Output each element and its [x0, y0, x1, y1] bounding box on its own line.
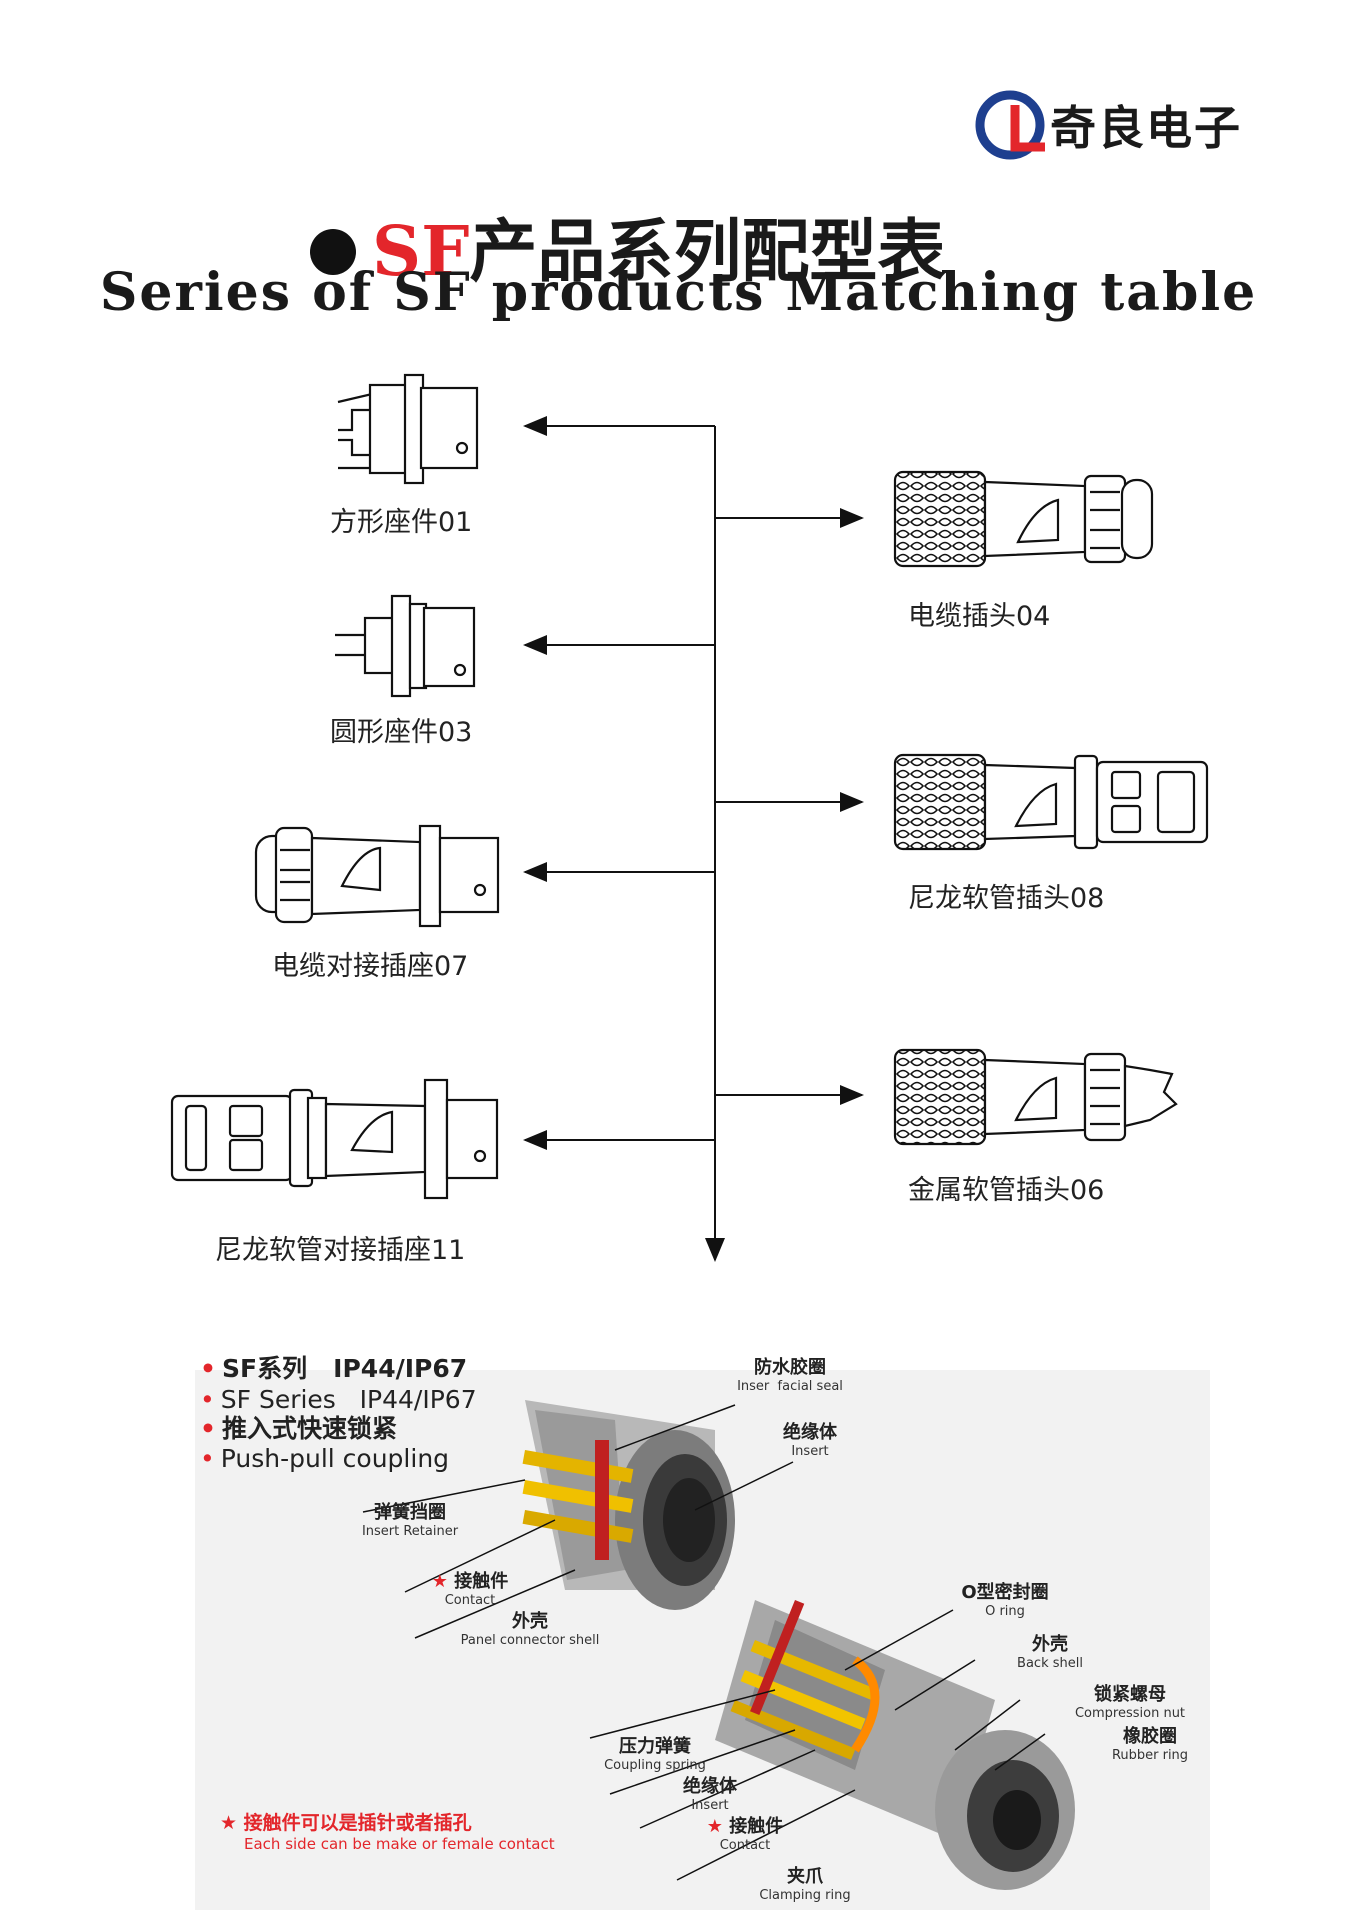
- callout-en: Inser facial seal: [737, 1379, 843, 1394]
- feature-item: •推入式快速锁紧: [200, 1414, 397, 1443]
- product-label-11: 尼龙软管对接插座11: [215, 1235, 466, 1266]
- page-title-en: Series of SF products Matching table: [99, 262, 1258, 323]
- bullet-red-icon: •: [200, 1444, 215, 1473]
- callout-insert-retainer: 弹簧挡圈 Insert Retainer: [345, 1498, 475, 1539]
- title-cn-rest: 产品系列配型表: [469, 212, 946, 292]
- bullet-red-icon: •: [200, 1414, 216, 1443]
- callout-contact-bottom: ★ 接触件 Contact: [695, 1812, 795, 1853]
- brand-logo-icon: [975, 90, 1045, 160]
- product-label-08: 尼龙软管插头08: [908, 883, 1105, 914]
- callout-cn: 外壳: [512, 1611, 548, 1632]
- callout-en: O ring: [985, 1604, 1025, 1619]
- callout-panel-shell: 外壳 Panel connector shell: [455, 1607, 605, 1648]
- callout-back-shell: 外壳 Back shell: [1000, 1630, 1100, 1671]
- title-cn-prefix: SF: [372, 212, 470, 292]
- callout-cn: 弹簧挡圈: [374, 1502, 446, 1523]
- feature-item: •SF系列 IP44/IP67: [200, 1354, 467, 1383]
- callout-rubber-ring: 橡胶圈 Rubber ring: [1095, 1722, 1205, 1763]
- callout-en: Insert Retainer: [361, 1524, 459, 1539]
- callout-cn: 接触件: [729, 1816, 784, 1837]
- callout-cn: 压力弹簧: [619, 1736, 691, 1757]
- brand-name: 奇良电子: [1050, 101, 1242, 155]
- feature-item: •SF Series IP44/IP67: [200, 1385, 477, 1414]
- bullet-red-icon: •: [200, 1354, 216, 1383]
- bullet-dot-icon: [310, 228, 356, 275]
- callout-en: Rubber ring: [1111, 1748, 1189, 1763]
- cable-jack-receptacle-07-icon: [254, 824, 500, 928]
- star-icon: ★: [431, 1571, 455, 1592]
- feature-text: 推入式快速锁紧: [221, 1414, 397, 1443]
- contact-note: ★ 接触件可以是插针或者插孔 Each side can be make or …: [220, 1808, 555, 1853]
- callout-compression-nut: 锁紧螺母 Compression nut: [1065, 1680, 1195, 1721]
- product-label-03: 圆形座件03: [330, 717, 473, 748]
- callout-cn: 接触件: [454, 1571, 509, 1592]
- callout-en: Insert: [691, 1798, 729, 1813]
- callout-en: Panel connector shell: [460, 1633, 600, 1648]
- nylon-hose-jack-receptacle-11-icon: [170, 1078, 499, 1200]
- callout-facial-seal: 防水胶圈 Inser facial seal: [700, 1353, 880, 1394]
- callout-insert-bottom: 绝缘体 Insert: [665, 1772, 755, 1813]
- product-label-04: 电缆插头04: [908, 601, 1051, 632]
- product-label-06: 金属软管插头06: [908, 1175, 1105, 1206]
- callout-cn: 防水胶圈: [754, 1357, 826, 1378]
- product-label-07: 电缆对接插座07: [272, 951, 469, 982]
- callout-en: Coupling spring: [604, 1758, 706, 1773]
- star-icon: ★: [706, 1816, 730, 1837]
- callout-cn: 绝缘体: [683, 1776, 737, 1797]
- callout-insert-top: 绝缘体 Insert: [755, 1418, 865, 1459]
- tree-branches-right: [715, 508, 864, 1105]
- product-label-01: 方形座件01: [330, 507, 473, 538]
- callout-cn: 橡胶圈: [1123, 1726, 1177, 1747]
- callout-en: Compression nut: [1074, 1706, 1186, 1721]
- cable-plug-cutaway-icon: [715, 1600, 1075, 1890]
- callout-o-ring: O型密封圈 O ring: [950, 1578, 1060, 1619]
- feature-item: •Push-pull coupling: [200, 1444, 449, 1473]
- matching-tree-diagram: [170, 373, 1209, 1262]
- round-receptacle-03-icon: [335, 594, 476, 698]
- callout-cn: 绝缘体: [783, 1422, 837, 1443]
- tree-branches-left: [523, 416, 715, 1150]
- callout-cn: 锁紧螺母: [1094, 1684, 1166, 1705]
- feature-text: SF系列 IP44/IP67: [221, 1354, 468, 1383]
- star-icon: ★: [220, 1812, 244, 1834]
- callout-cn: 夹爪: [787, 1866, 823, 1887]
- nylon-hose-plug-08-icon: [893, 753, 1209, 851]
- metal-hose-plug-06-icon: [893, 1048, 1178, 1146]
- note-cn: 接触件可以是插针或者插孔: [243, 1812, 472, 1834]
- callout-cn: O型密封圈: [961, 1582, 1049, 1603]
- cable-plug-04-icon: [893, 470, 1154, 568]
- square-receptacle-01-icon: [337, 373, 479, 485]
- callout-en: Insert: [791, 1444, 829, 1459]
- page-title-cn: SF产品系列配型表: [310, 196, 945, 295]
- callout-en: Back shell: [1017, 1656, 1083, 1671]
- callout-leader-lines: [362, 1404, 1046, 1881]
- bullet-red-icon: •: [200, 1385, 215, 1414]
- feature-text: SF Series IP44/IP67: [220, 1385, 477, 1414]
- panel-receptacle-cutaway-icon: [522, 1400, 735, 1610]
- callout-coupling-spring: 压力弹簧 Coupling spring: [595, 1732, 715, 1773]
- callout-en: Clamping ring: [759, 1888, 851, 1903]
- callout-en: Contact: [444, 1593, 496, 1608]
- cutaway-illustration: [362, 1400, 1075, 1890]
- callout-cn: 外壳: [1032, 1634, 1068, 1655]
- callout-en: Contact: [719, 1838, 771, 1853]
- callout-clamping-ring: 夹爪 Clamping ring: [750, 1862, 860, 1903]
- note-en: Each side can be make or female contact: [244, 1835, 555, 1853]
- feature-text: Push-pull coupling: [220, 1444, 450, 1473]
- callout-contact-top: ★ 接触件 Contact: [420, 1567, 520, 1608]
